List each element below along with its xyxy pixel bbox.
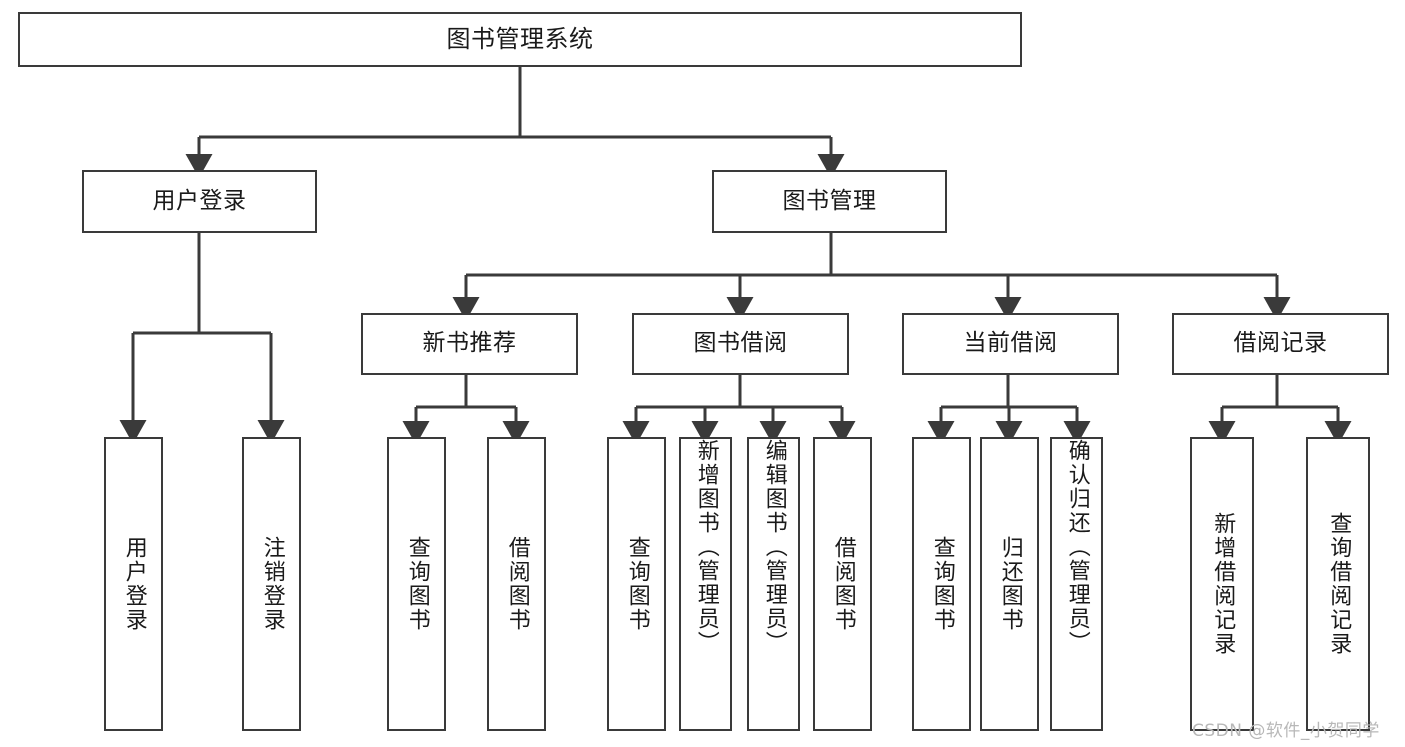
- node-label: 查询图书: [404, 536, 430, 632]
- leaf-new-book-query-book[interactable]: 查询图书: [387, 437, 446, 731]
- node-book-management[interactable]: 图书管理: [712, 170, 947, 233]
- node-label: 借阅图书: [830, 536, 856, 632]
- node-label: 用户登录: [152, 187, 247, 214]
- node-label: 用户登录: [121, 536, 147, 632]
- node-book-borrow[interactable]: 图书借阅: [632, 313, 849, 375]
- node-label: 注销登录: [259, 536, 285, 632]
- leaf-user-login-login[interactable]: 用户登录: [104, 437, 163, 731]
- node-root-book-management-system[interactable]: 图书管理系统: [18, 12, 1022, 67]
- leaf-user-login-logout[interactable]: 注销登录: [242, 437, 301, 731]
- node-label: 新增图书（管理员）: [693, 439, 719, 655]
- node-label: 图书管理: [782, 187, 877, 214]
- node-label: 当前借阅: [963, 330, 1058, 357]
- leaf-new-book-borrow-book[interactable]: 借阅图书: [487, 437, 546, 731]
- node-label: 查询图书: [929, 536, 955, 632]
- node-new-book-recommend[interactable]: 新书推荐: [361, 313, 578, 375]
- node-label: 编辑图书（管理员）: [761, 439, 787, 655]
- leaf-current-borrow-query-book[interactable]: 查询图书: [912, 437, 971, 731]
- node-label: 新增借阅记录: [1210, 512, 1236, 656]
- node-user-login[interactable]: 用户登录: [82, 170, 317, 233]
- leaf-current-borrow-confirm-return-admin[interactable]: 确认归还（管理员）: [1050, 437, 1103, 731]
- node-label: 归还图书: [997, 536, 1023, 632]
- watermark-text: CSDN @软件_小贺同学: [1192, 721, 1380, 741]
- node-label: 借阅记录: [1233, 330, 1328, 357]
- leaf-book-borrow-query-book[interactable]: 查询图书: [607, 437, 666, 731]
- leaf-book-borrow-borrow-book[interactable]: 借阅图书: [813, 437, 872, 731]
- node-label: 新书推荐: [422, 330, 517, 357]
- node-borrow-record[interactable]: 借阅记录: [1172, 313, 1389, 375]
- leaf-borrow-record-query-record[interactable]: 查询借阅记录: [1306, 437, 1370, 731]
- node-label: 图书管理系统: [446, 25, 594, 54]
- node-label: 确认归还（管理员）: [1064, 439, 1090, 655]
- node-label: 图书借阅: [693, 330, 788, 357]
- leaf-current-borrow-return-book[interactable]: 归还图书: [980, 437, 1039, 731]
- leaf-book-borrow-add-book-admin[interactable]: 新增图书（管理员）: [679, 437, 732, 731]
- node-label: 查询图书: [624, 536, 650, 632]
- leaf-borrow-record-add-record[interactable]: 新增借阅记录: [1190, 437, 1254, 731]
- node-current-borrow[interactable]: 当前借阅: [902, 313, 1119, 375]
- node-label: 借阅图书: [504, 536, 530, 632]
- node-label: 查询借阅记录: [1326, 512, 1352, 656]
- leaf-book-borrow-edit-book-admin[interactable]: 编辑图书（管理员）: [747, 437, 800, 731]
